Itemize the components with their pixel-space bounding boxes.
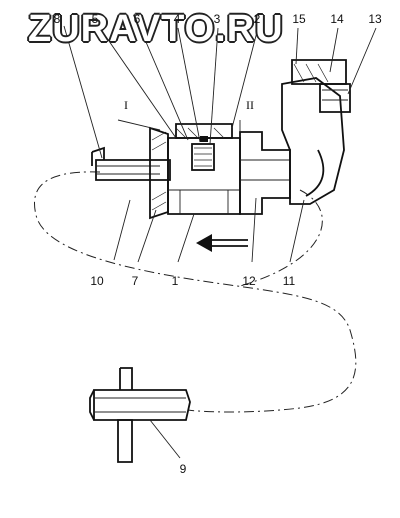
callout-10: 10 — [90, 274, 104, 288]
callout-13: 13 — [368, 12, 382, 26]
callout-5: 5 — [91, 12, 99, 26]
flexible-hose-return — [239, 189, 323, 287]
callout-11: 11 — [282, 274, 296, 288]
view-label-2: II — [246, 98, 254, 112]
view-label-1: I — [124, 98, 128, 112]
callout-leaders — [63, 25, 377, 459]
callout-6: 6 — [133, 12, 141, 26]
callout-1: 1 — [171, 274, 179, 288]
flexible-hose-outline — [34, 171, 357, 413]
site-watermark: ZURAVTO.RU — [28, 8, 284, 50]
callout-9: 9 — [179, 462, 187, 476]
flange-collar — [149, 126, 169, 220]
union-nut-body — [167, 123, 241, 215]
callout-2: 2 — [253, 12, 261, 26]
callout-14: 14 — [330, 12, 344, 26]
elbow-fitting — [281, 59, 351, 205]
callout-4: 4 — [173, 12, 181, 26]
callout-3: 3 — [213, 12, 221, 26]
adapter-body — [239, 131, 291, 215]
bottom-end-fitting — [89, 367, 191, 463]
callout-8: 8 — [53, 12, 61, 26]
hose-nipple-left — [91, 146, 171, 181]
flow-direction-arrow — [196, 234, 248, 252]
callout-12: 12 — [242, 274, 256, 288]
callout-15: 15 — [292, 12, 306, 26]
callout-7: 7 — [131, 274, 139, 288]
